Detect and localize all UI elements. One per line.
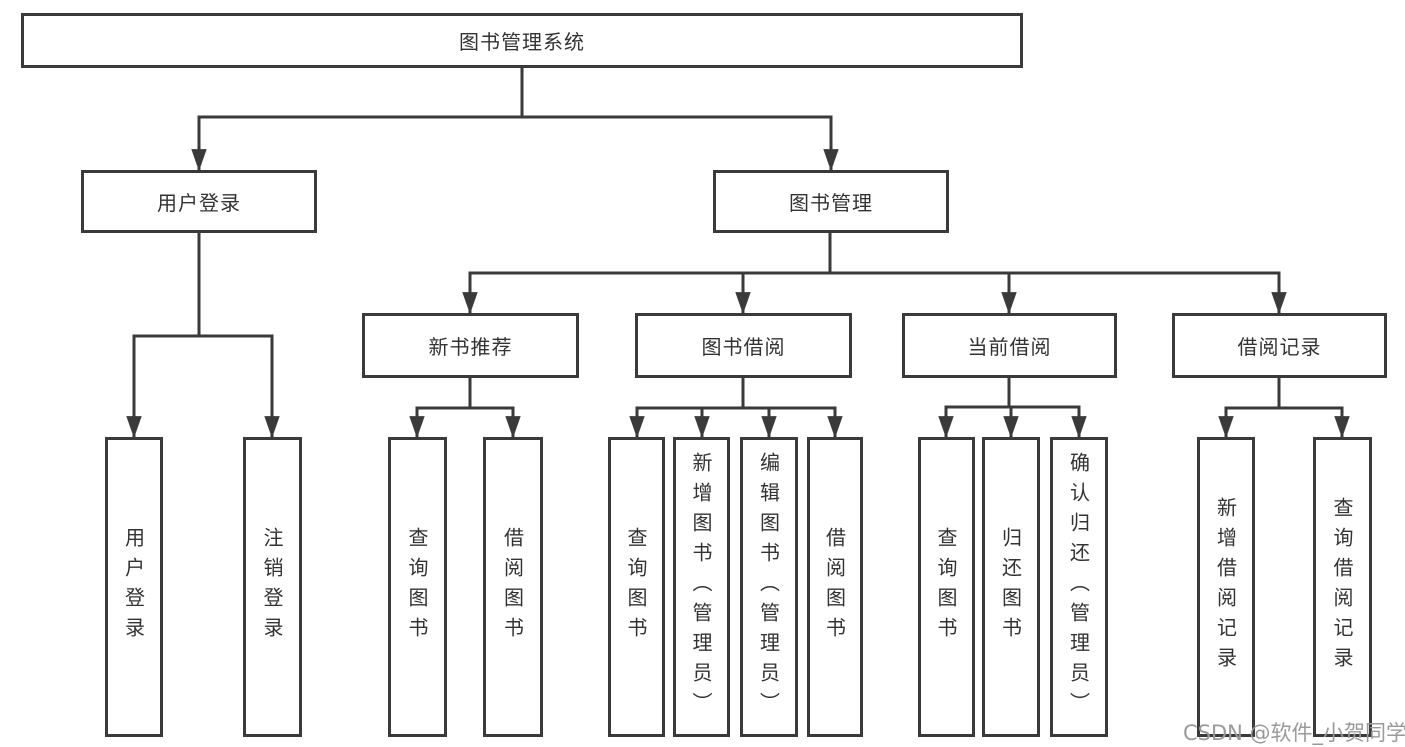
leaf-return-books-label: 归还图书 (998, 527, 1023, 647)
node-borrow-records: 借阅记录 (1172, 313, 1387, 378)
leaf-add-books-admin-label: 新增图书（管理员） (689, 452, 713, 722)
leaf-user-login-label: 用户登录 (121, 527, 146, 647)
node-current-borrow: 当前借阅 (902, 313, 1117, 378)
leaf-borrow-books-2: 借阅图书 (807, 437, 863, 737)
leaf-query-borrow-record: 查询借阅记录 (1313, 437, 1372, 737)
leaf-borrow-books-1: 借阅图书 (483, 437, 543, 737)
leaf-confirm-return-admin-label: 确认归还（管理员） (1066, 452, 1091, 722)
leaf-query-books-3-label: 查询图书 (934, 527, 958, 647)
leaf-query-books-1: 查询图书 (388, 437, 447, 737)
leaf-borrow-books-1-label: 借阅图书 (500, 527, 525, 647)
node-current-borrow-label: 当前借阅 (967, 335, 1052, 359)
leaf-logout-label: 注销登录 (260, 527, 284, 647)
node-new-book-recommend-label: 新书推荐 (428, 335, 513, 359)
node-book-management: 图书管理 (713, 170, 949, 233)
leaf-query-books-1-label: 查询图书 (405, 527, 429, 647)
leaf-return-books: 归还图书 (982, 437, 1040, 737)
node-user-login: 用户登录 (81, 170, 317, 233)
node-new-book-recommend: 新书推荐 (362, 313, 579, 378)
leaf-add-borrow-record: 新增借阅记录 (1197, 437, 1255, 737)
leaf-add-borrow-record-label: 新增借阅记录 (1213, 497, 1238, 677)
leaf-user-login: 用户登录 (105, 437, 163, 737)
node-book-borrow: 图书借阅 (635, 313, 852, 378)
node-book-management-label: 图书管理 (789, 191, 873, 215)
leaf-edit-books-admin-label: 编辑图书（管理员） (756, 452, 781, 722)
leaf-query-books-2-label: 查询图书 (624, 527, 648, 647)
node-user-login-label: 用户登录 (157, 191, 241, 215)
leaf-confirm-return-admin: 确认归还（管理员） (1050, 437, 1108, 737)
node-root: 图书管理系统 (21, 13, 1023, 68)
node-book-borrow-label: 图书借阅 (701, 335, 786, 359)
csdn-watermark: CSDN @软件_小贺同学 (1183, 721, 1405, 745)
leaf-add-books-admin: 新增图书（管理员） (673, 437, 730, 737)
leaf-query-borrow-record-label: 查询借阅记录 (1330, 497, 1354, 677)
leaf-query-books-3: 查询图书 (918, 437, 975, 737)
leaf-borrow-books-2-label: 借阅图书 (822, 527, 847, 647)
leaf-logout: 注销登录 (243, 437, 302, 737)
node-root-label: 图书管理系统 (459, 30, 585, 54)
leaf-query-books-2: 查询图书 (608, 437, 665, 737)
leaf-edit-books-admin: 编辑图书（管理员） (740, 437, 798, 737)
node-borrow-records-label: 借阅记录 (1237, 335, 1322, 359)
